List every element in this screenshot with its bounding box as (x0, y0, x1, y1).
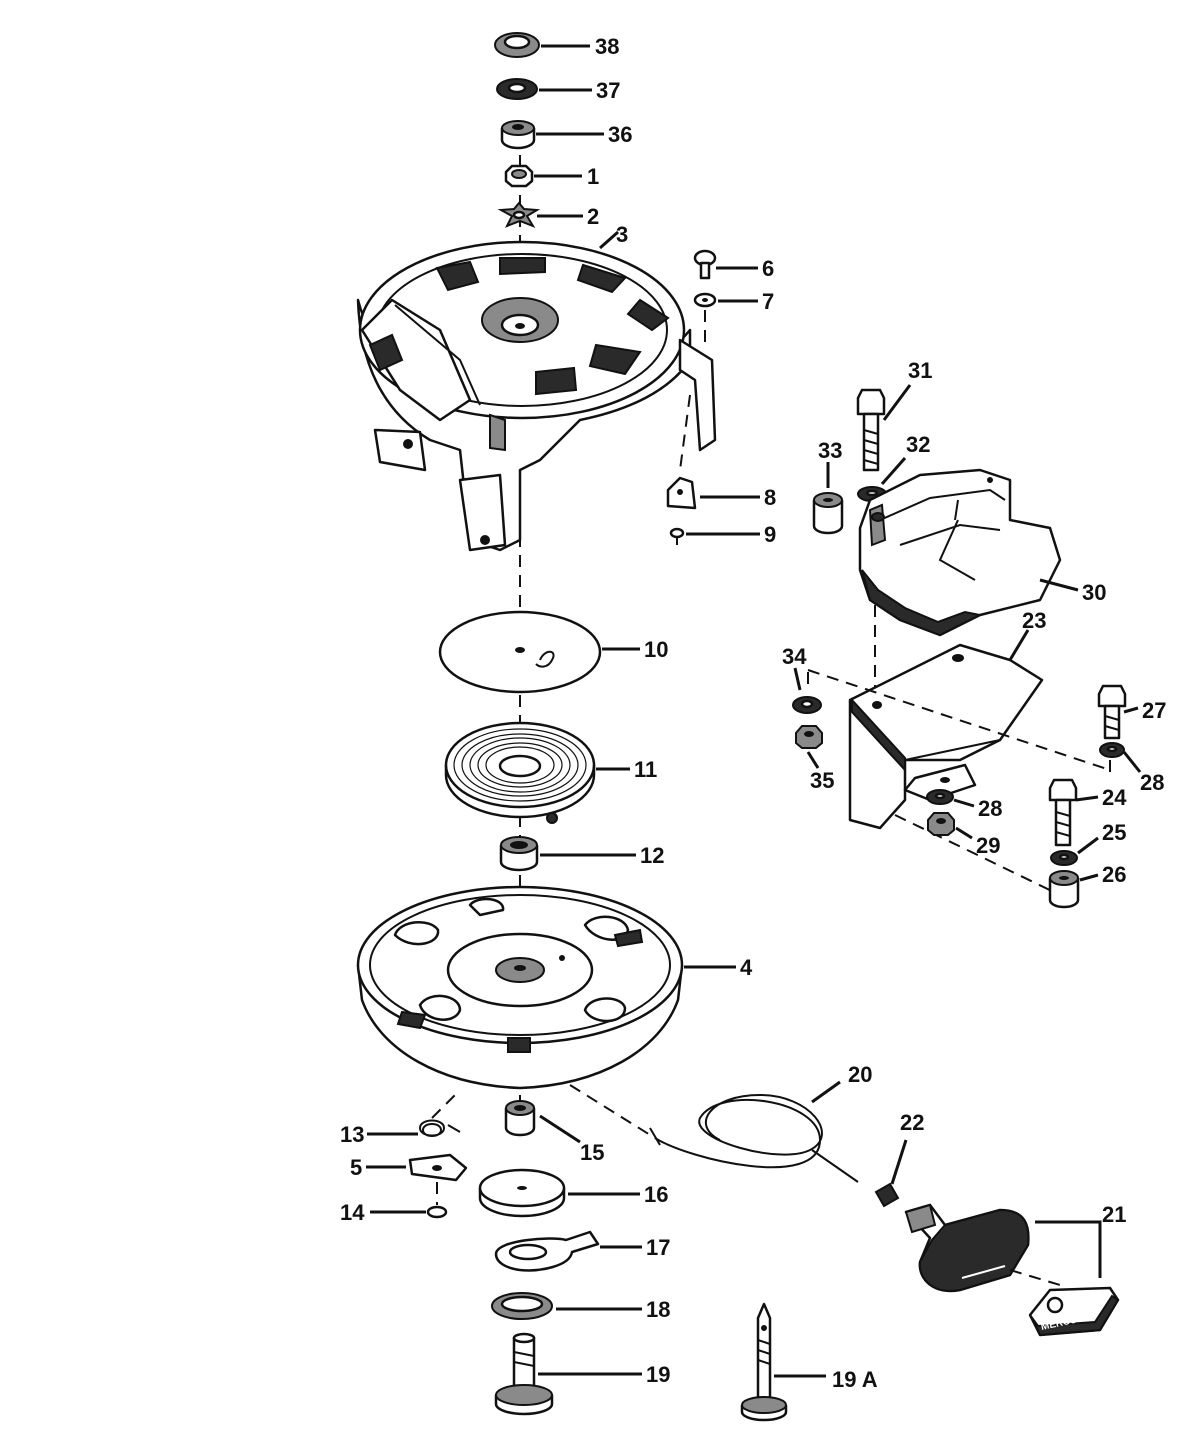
part-38-grommet (494, 32, 540, 58)
callout-37: 37 (596, 78, 620, 103)
part-19-pulley-screw (494, 1332, 554, 1416)
part-12-bushing (499, 836, 539, 872)
part-3-starter-housing (356, 240, 717, 552)
part-8-guide-bracket (666, 476, 697, 510)
axis-bracket-lower (894, 814, 1061, 896)
callout-31: 31 (908, 358, 932, 383)
part-30-bracket-cover (858, 468, 1062, 637)
axis-bracket-upper (807, 669, 1111, 771)
part-25-washer (1050, 850, 1078, 866)
callout-2: 2 (587, 204, 599, 229)
callout-28-center: 28 (978, 796, 1002, 821)
callout-27: 27 (1142, 698, 1166, 723)
callout-19: 19 (646, 1362, 670, 1387)
part-10-spring-plate (438, 610, 602, 694)
part-26-spacer (1048, 870, 1080, 909)
axis-6-9 (679, 310, 706, 471)
callout-1: 1 (587, 164, 599, 189)
part-22-rope-insert (874, 1182, 900, 1208)
leader-21 (1035, 1220, 1102, 1278)
part-6-screw (693, 249, 717, 280)
callout-16: 16 (644, 1182, 668, 1207)
callout-9: 9 (764, 522, 776, 547)
part-29-nut (927, 812, 955, 836)
callout-12: 12 (640, 843, 664, 868)
callout-3: 3 (616, 222, 628, 247)
callout-19a: 19 A (832, 1367, 878, 1392)
part-4-rope-pulley (356, 885, 684, 1090)
part-23-mounting-bracket (848, 643, 1044, 830)
part-19a-alternate-pulley-screw (740, 1302, 788, 1422)
callout-35: 35 (810, 768, 834, 793)
part-5-pawl (408, 1153, 468, 1182)
callout-7: 7 (762, 289, 774, 314)
part-36-bushing (500, 120, 536, 150)
callout-30: 30 (1082, 580, 1106, 605)
callout-23: 23 (1022, 608, 1046, 633)
callout-33: 33 (818, 438, 842, 463)
callout-18: 18 (646, 1297, 670, 1322)
part-20-starter-rope (569, 1084, 859, 1183)
callout-21: 21 (1102, 1202, 1126, 1227)
callout-8: 8 (764, 485, 776, 510)
part-14-retainer-clip (426, 1182, 448, 1219)
callout-4: 4 (740, 955, 753, 980)
part-11-recoil-spring (444, 721, 596, 824)
callout-6: 6 (762, 256, 774, 281)
callout-34: 34 (782, 644, 807, 669)
callout-13: 13 (340, 1122, 364, 1147)
part-24-bolt (1048, 778, 1078, 847)
part-21-starter-handle: MERCURY (904, 1203, 1120, 1337)
callout-29: 29 (976, 833, 1000, 858)
callout-26: 26 (1102, 862, 1126, 887)
part-15-bushing (504, 1100, 536, 1137)
part-18-wave-washer (491, 1292, 553, 1320)
part-27-bolt (1097, 684, 1127, 740)
callout-15: 15 (580, 1140, 604, 1165)
part-13-pawl-spring (419, 1094, 461, 1137)
callout-20: 20 (848, 1062, 872, 1087)
part-37-washer (496, 78, 538, 100)
part-17-friction-link (494, 1230, 600, 1272)
part-2-star-washer (497, 201, 541, 228)
callout-17: 17 (646, 1235, 670, 1260)
part-34-washer (792, 696, 822, 714)
part-1-nut (504, 164, 534, 188)
part-16-washer (478, 1168, 566, 1218)
part-33-spacer (812, 492, 844, 535)
callout-10: 10 (644, 637, 668, 662)
callout-22: 22 (900, 1110, 924, 1135)
callout-25: 25 (1102, 820, 1126, 845)
part-28-washer-right (1099, 742, 1125, 758)
part-9-screw (669, 527, 685, 545)
callout-38: 38 (595, 34, 619, 59)
part-7-lockwasher (693, 292, 717, 308)
callout-24: 24 (1102, 785, 1127, 810)
callout-28-right: 28 (1140, 770, 1164, 795)
callout-36: 36 (608, 122, 632, 147)
part-31-bolt (856, 388, 886, 472)
callout-14: 14 (340, 1200, 365, 1225)
part-35-nut (795, 725, 823, 749)
callout-5: 5 (350, 1155, 362, 1180)
part-28-washer-center (926, 789, 954, 805)
callout-32: 32 (906, 432, 930, 457)
callout-11: 11 (634, 757, 657, 782)
